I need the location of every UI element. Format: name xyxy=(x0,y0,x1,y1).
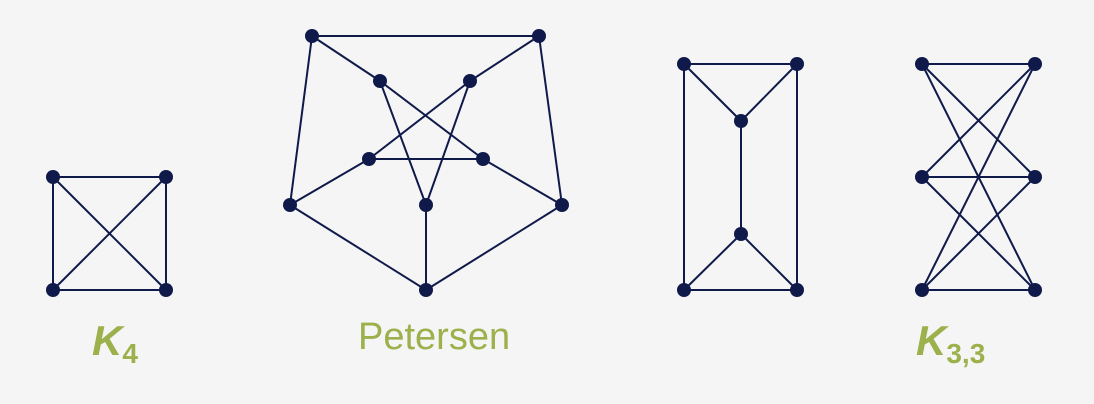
vertex xyxy=(46,283,60,297)
vertex xyxy=(734,114,748,128)
vertex xyxy=(419,283,433,297)
graph-planar-k33-variant xyxy=(677,57,804,297)
edge xyxy=(368,80,471,160)
vertex xyxy=(305,29,319,43)
edge xyxy=(740,63,798,122)
vertex xyxy=(1028,57,1042,71)
edge xyxy=(921,63,1036,291)
vertex xyxy=(555,198,569,212)
vertex xyxy=(373,74,387,88)
label-k4-sub: 4 xyxy=(122,338,138,369)
edge xyxy=(289,158,370,206)
vertex xyxy=(532,29,546,43)
graph-petersen xyxy=(283,29,569,297)
edge xyxy=(482,158,563,206)
vertex xyxy=(915,57,929,71)
vertex xyxy=(790,283,804,297)
vertex xyxy=(362,152,376,166)
edge xyxy=(289,35,313,206)
edge xyxy=(683,63,742,122)
vertex xyxy=(790,57,804,71)
edge xyxy=(921,176,1036,291)
edge xyxy=(379,80,484,160)
vertex xyxy=(915,283,929,297)
label-k33: K3,3 xyxy=(916,317,985,368)
edge xyxy=(379,80,427,206)
label-k4-main: K xyxy=(92,317,123,364)
vertex xyxy=(677,57,691,71)
vertex xyxy=(283,198,297,212)
edge xyxy=(425,204,563,291)
edge xyxy=(740,233,798,291)
vertex xyxy=(677,283,691,297)
label-k33-sub: 3,3 xyxy=(946,338,986,369)
vertex xyxy=(734,227,748,241)
vertex xyxy=(1028,170,1042,184)
vertex xyxy=(419,198,433,212)
vertex xyxy=(159,170,173,184)
vertex xyxy=(46,170,60,184)
edge xyxy=(538,35,563,206)
graph-k4 xyxy=(46,170,173,297)
vertex xyxy=(476,152,490,166)
edge xyxy=(311,35,381,82)
edge xyxy=(289,204,427,291)
vertex xyxy=(915,170,929,184)
edge xyxy=(683,233,742,291)
graph-k33 xyxy=(915,57,1042,297)
edge xyxy=(469,35,540,82)
vertex xyxy=(159,283,173,297)
edge xyxy=(425,80,471,206)
vertex xyxy=(463,74,477,88)
edge xyxy=(52,176,167,291)
vertex xyxy=(1028,283,1042,297)
label-k33-main: K xyxy=(916,317,947,364)
label-k4: K4 xyxy=(92,317,138,368)
edge xyxy=(921,63,1036,178)
label-petersen: Petersen xyxy=(358,316,511,358)
